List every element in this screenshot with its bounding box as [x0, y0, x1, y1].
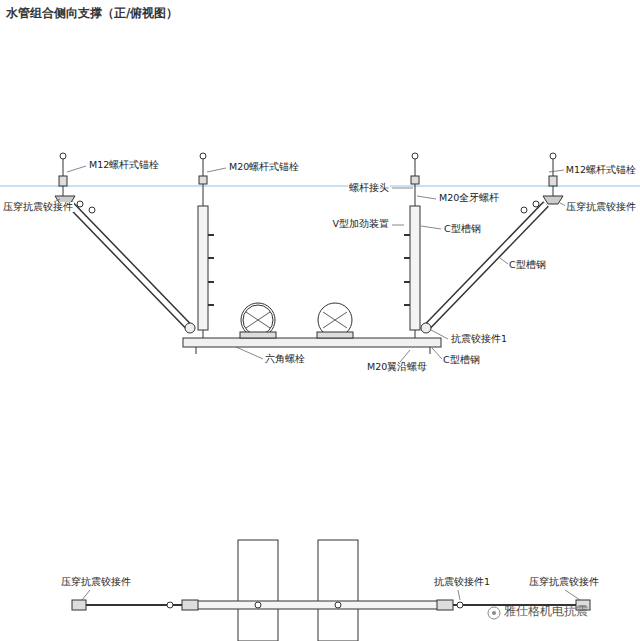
part-label: C型槽钢 [442, 355, 481, 365]
part-label: C型槽钢 [443, 224, 482, 234]
part-label: 压穿抗震铰接件 [565, 202, 637, 212]
part-label: M20翼沿螺母 [366, 362, 428, 372]
part-label: M12螺杆式锚栓 [88, 160, 160, 170]
part-label: 螺杆接头 [348, 183, 390, 193]
part-label: V型加劲装置 [332, 219, 391, 229]
part-label: 抗震铰接件1 [450, 334, 508, 344]
part-label: M20螺杆式锚栓 [228, 162, 300, 172]
part-label: 六角螺栓 [264, 354, 306, 364]
part-label: 抗震铰接件1 [433, 577, 491, 587]
part-label: 压穿抗震铰接件 [2, 202, 74, 212]
part-label: 压穿抗震铰接件 [528, 577, 600, 587]
part-label: M12螺杆式锚栓 [565, 165, 637, 175]
part-label: 压穿抗震铰接件 [60, 577, 132, 587]
watermark: 雅仕格机电抗震 [503, 605, 589, 618]
part-label: C型槽钢 [508, 260, 547, 270]
part-label: M20全牙螺杆 [438, 193, 500, 203]
diagram-title: 水管组合侧向支撑（正/俯视图） [6, 5, 178, 22]
